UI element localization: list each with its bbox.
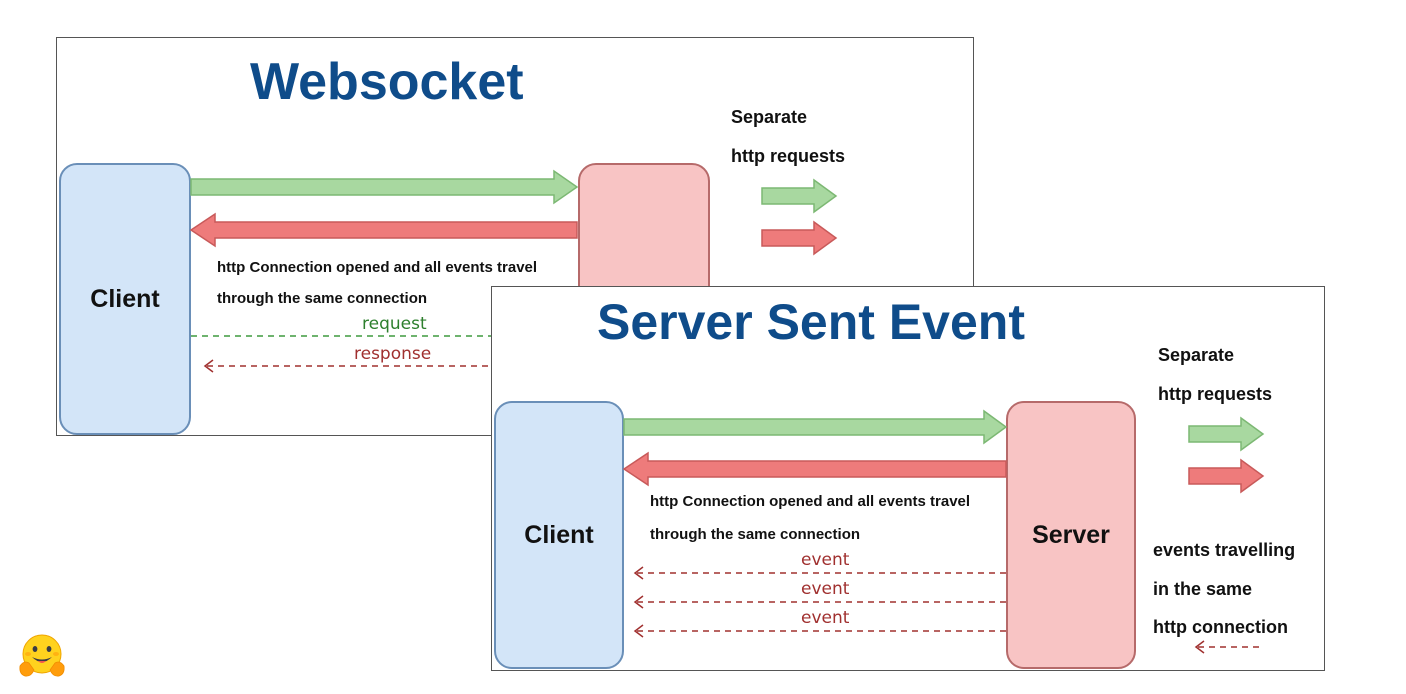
sse-event-label-2: event	[801, 579, 850, 599]
sse-legend-green-arrow	[1188, 416, 1265, 452]
sse-event-dash-1-head	[633, 566, 644, 580]
sse-legend-event-dash-head	[1194, 640, 1205, 654]
sse-event-dash-2-head	[633, 595, 644, 609]
ws-response-label: response	[354, 344, 432, 364]
ws-arrows	[189, 169, 838, 373]
ws-request-label: request	[362, 314, 427, 334]
sse-arrows	[622, 409, 1265, 654]
sse-client-label: Client	[524, 520, 594, 549]
sse-side-line3: events travelling	[1153, 540, 1296, 560]
ws-legend-green-arrow	[761, 178, 838, 214]
sse-client-box: Client	[494, 401, 624, 669]
sse-request-arrow	[623, 409, 1008, 445]
sse-event-label-1: event	[801, 550, 850, 570]
sse-server-box: Server	[1006, 401, 1136, 669]
websocket-title: Websocket	[250, 53, 524, 111]
sse-event-dash-3-head	[633, 624, 644, 638]
ws-response-arrow	[189, 212, 578, 248]
sse-server-label: Server	[1032, 520, 1110, 549]
ws-side-line1: Separate	[731, 107, 808, 127]
sse-response-arrow	[622, 451, 1007, 487]
ws-client-box: Client	[59, 163, 191, 435]
sse-legend-red-arrow	[1188, 458, 1265, 494]
sse-side-line5: http connection	[1153, 617, 1288, 637]
sse-title: Server Sent Event	[597, 294, 1025, 350]
ws-request-arrow	[190, 169, 579, 205]
hugging-face-emoji-icon	[19, 634, 65, 677]
sse-event-label-3: event	[801, 608, 850, 628]
sse-side-line4: in the same	[1153, 579, 1253, 599]
sse-note-line2: through the same connection	[650, 526, 861, 543]
sse-note-line1: http Connection opened and all events tr…	[650, 493, 971, 510]
ws-legend-red-arrow	[761, 220, 838, 256]
sse-side-line2: http requests	[1158, 384, 1273, 404]
ws-client-label: Client	[90, 284, 160, 313]
ws-response-dash-head	[203, 359, 214, 373]
sse-panel: Server Sent Event Client Server http Con…	[491, 286, 1325, 671]
ws-note-line1: http Connection opened and all events tr…	[217, 259, 538, 276]
ws-side-line2: http requests	[731, 146, 846, 166]
ws-note-line2: through the same connection	[217, 290, 428, 307]
sse-side-line1: Separate	[1158, 345, 1235, 365]
